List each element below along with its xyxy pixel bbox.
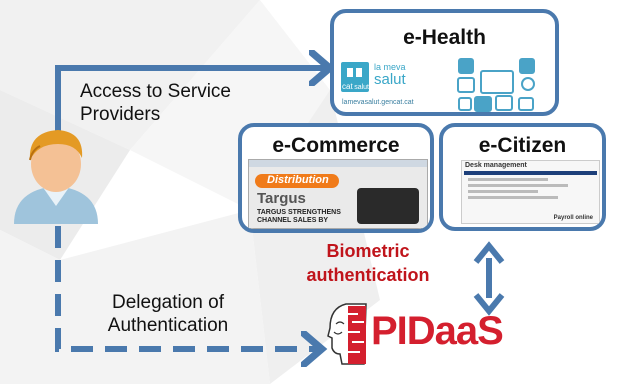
doc-tile-icon [474,96,492,112]
ecitizen-screenshot: Desk management Payroll online [461,160,600,224]
screen-tile-icon [480,70,514,94]
targus-brand: Targus [257,190,306,207]
ehealth-card: e-Health cat salut la meva salut lamevas… [330,9,559,116]
ehealth-url: lamevasalut.gencat.cat [342,99,414,106]
distribution-banner: Distribution [255,174,339,188]
check-tile-icon [519,58,535,74]
lamevasalut-brand: la meva salut [374,62,406,88]
pidaas-face-icon [327,303,367,365]
catsalut-cat-text: cat [342,82,353,91]
list-tile-icon [457,77,475,93]
catsalut-logo: cat salut [341,62,369,92]
chart-tile-icon [495,95,513,111]
user-avatar-icon [14,130,98,224]
access-label: Access to Service Providers [80,81,231,125]
product-bags-image [357,188,419,224]
payroll-text: Payroll online [553,215,593,221]
ecommerce-title: e-Commerce [272,134,400,157]
gear-tile-icon [521,77,535,91]
ecitizen-card: e-Citizen Desk management Payroll online [439,123,606,231]
delegation-label: Delegation of Authentication [107,292,229,336]
banner-text: Distribution [267,174,329,186]
ecommerce-card: e-Commerce Distribution Targus TARGUS ST… [238,123,434,233]
tagline-1: TARGUS STRENGTHENS [257,209,341,216]
access-arrow [55,68,328,138]
desk-heading: Desk management [465,162,527,169]
tagline-2: CHANNEL SALES BY [257,217,329,224]
catsalut-salut-text: salut [354,84,369,91]
ecommerce-screenshot: Distribution Targus TARGUS STRENGTHENS C… [248,159,428,229]
pidaas-label: PIDaaS [371,309,504,353]
heart-tile-icon [518,97,534,111]
delegation-arrow [55,226,320,349]
ehealth-title: e-Health [403,26,486,49]
note-tile-icon [458,97,472,111]
brand-line-2: salut [374,71,406,88]
brand-line-1: la meva [374,62,406,72]
profile-tile-icon [458,58,474,74]
ecitizen-title: e-Citizen [478,134,567,157]
biometric-label: Biometric authentication [306,241,430,285]
